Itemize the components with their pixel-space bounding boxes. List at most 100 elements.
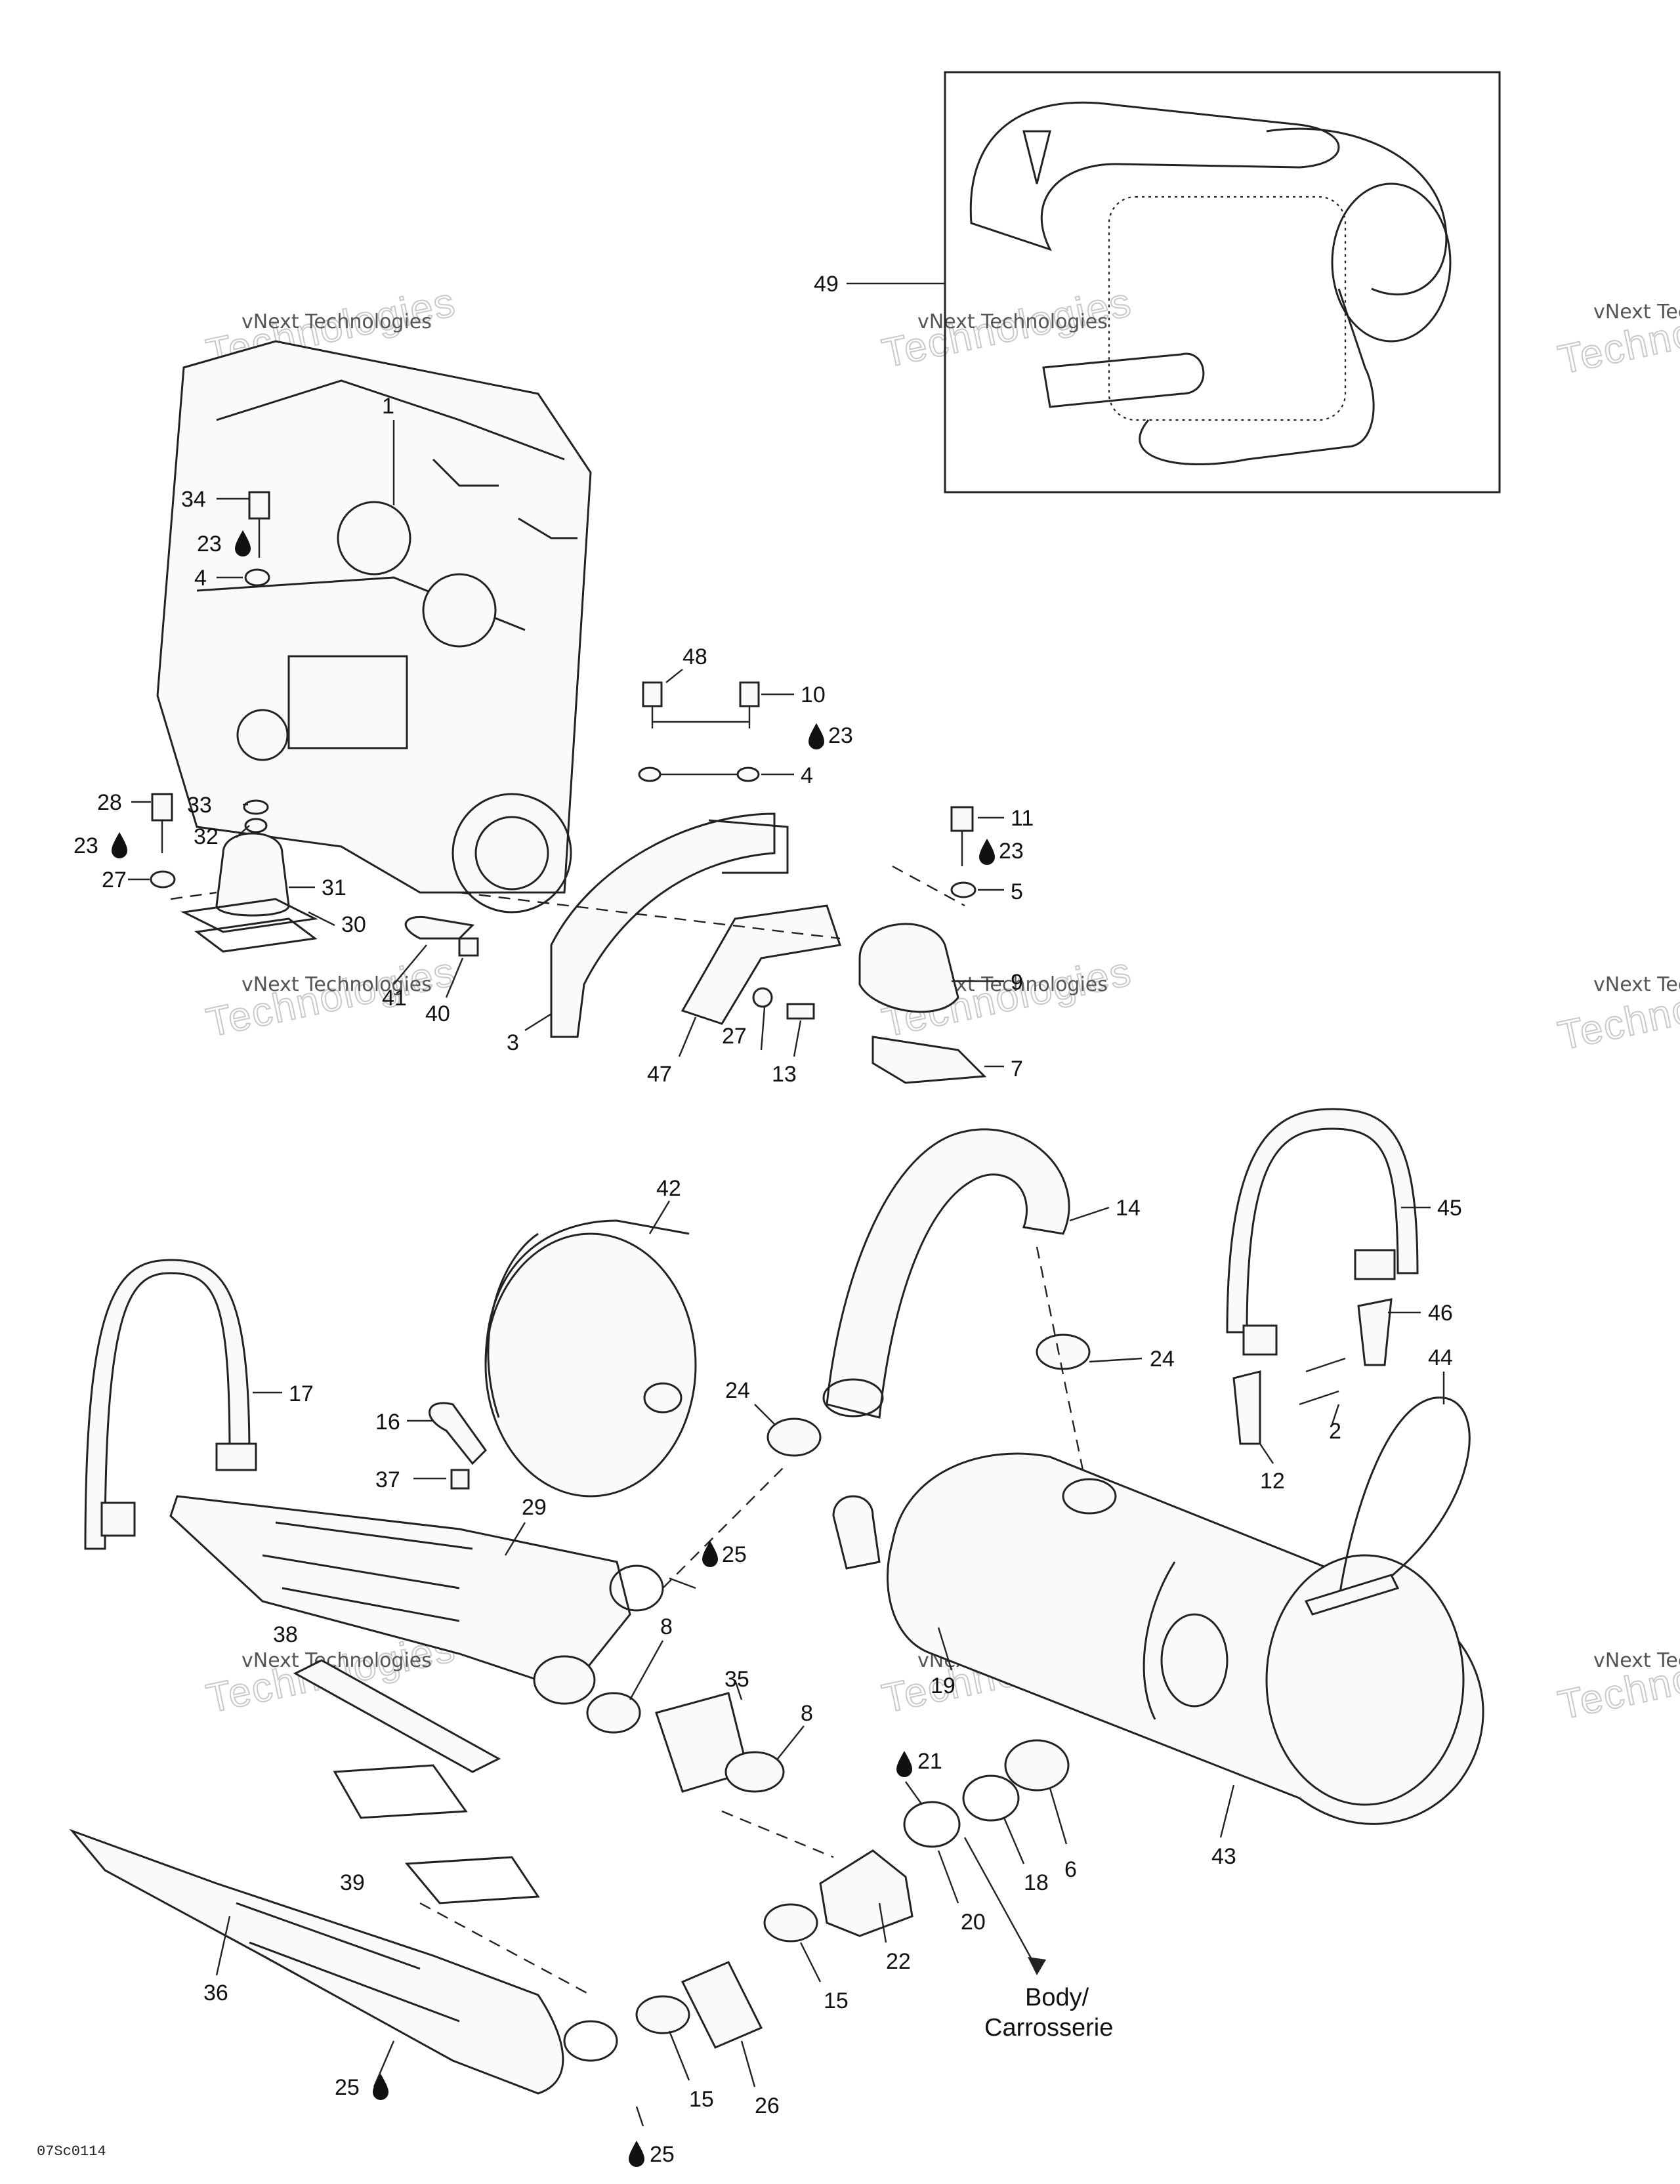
fluid-drop-icon bbox=[112, 832, 127, 858]
engine-cap-right bbox=[422, 573, 497, 648]
muffler-43-end bbox=[1265, 1554, 1465, 1806]
clamp-24-left bbox=[766, 1418, 822, 1457]
clamp-8-right bbox=[724, 1751, 785, 1793]
leader-47 bbox=[678, 1017, 697, 1057]
fluid-drop-icon bbox=[979, 839, 995, 865]
callout-12: 12 bbox=[1260, 1469, 1285, 1494]
leader-14 bbox=[1069, 1206, 1110, 1222]
callout-33: 33 bbox=[187, 793, 212, 818]
washer-32 bbox=[244, 818, 268, 833]
heat-shield-hole bbox=[643, 1382, 682, 1414]
callout-25-top: 25 bbox=[722, 1542, 747, 1567]
muffler-43-band bbox=[1143, 1561, 1176, 1720]
leader-19 bbox=[937, 1627, 953, 1671]
watermark: Technologies vNext Technologies bbox=[202, 948, 461, 1047]
callout-30: 30 bbox=[341, 912, 366, 937]
callout-1: 1 bbox=[382, 394, 394, 419]
dash-manifold bbox=[662, 1463, 788, 1589]
pipe-36-lines bbox=[236, 1902, 460, 2023]
pipe-36 bbox=[69, 1828, 618, 2095]
spark-plug-wire-2 bbox=[518, 517, 578, 539]
engine-head-line bbox=[216, 379, 565, 461]
pipe-14-end bbox=[822, 1378, 884, 1418]
leader-30 bbox=[308, 911, 335, 927]
pipe-36-body bbox=[69, 1828, 564, 2095]
watermark-small: vNext Technologies bbox=[917, 310, 1108, 333]
right-mount-assembly bbox=[858, 806, 987, 1084]
clamp-15-right bbox=[763, 1903, 818, 1942]
bracket-46 bbox=[1357, 1298, 1393, 1366]
shim-30-b bbox=[194, 917, 318, 953]
watermark-small: vNext Technologies bbox=[242, 310, 432, 333]
leader-25-left bbox=[373, 2040, 395, 2088]
muffler-43 bbox=[832, 1452, 1484, 1825]
callout-19: 19 bbox=[931, 1673, 956, 1698]
callout-27b: 27 bbox=[722, 1024, 747, 1049]
bolt-11 bbox=[950, 806, 974, 832]
pads-38-39 bbox=[293, 1659, 540, 1904]
pipe-36-outlet bbox=[563, 2020, 618, 2062]
body-label-line2: Carrosserie bbox=[984, 2014, 1113, 2042]
manifold-29-runners bbox=[262, 1521, 473, 1622]
bracket-assembly bbox=[459, 681, 841, 1038]
callout-39: 39 bbox=[340, 1870, 365, 1895]
callout-4b: 4 bbox=[801, 763, 813, 788]
callout-22: 22 bbox=[886, 1949, 911, 1974]
dash-coupling bbox=[721, 1810, 834, 1858]
manifold-29 bbox=[169, 1463, 788, 1705]
leader-15-left bbox=[668, 2030, 690, 2081]
bolt-28 bbox=[151, 793, 173, 822]
watermark-partial: Technol vNext Tec bbox=[1554, 301, 1680, 384]
engine-assembly bbox=[156, 340, 592, 914]
leader-15-right bbox=[799, 1942, 822, 1983]
leader-25-bottom bbox=[635, 2106, 644, 2127]
bolt-10 bbox=[739, 681, 760, 707]
washer-27b bbox=[752, 987, 773, 1008]
callout-43: 43 bbox=[1211, 1844, 1236, 1869]
callout-45: 45 bbox=[1437, 1196, 1462, 1221]
callout-13: 13 bbox=[772, 1062, 797, 1087]
leader-8-right bbox=[777, 1725, 805, 1759]
leader-24-right bbox=[1089, 1357, 1143, 1363]
dash-bracket bbox=[459, 891, 841, 940]
callout-31: 31 bbox=[322, 875, 346, 900]
leader-12 bbox=[1259, 1443, 1274, 1464]
callout-16: 16 bbox=[375, 1410, 400, 1435]
leader-35 bbox=[734, 1679, 743, 1700]
callout-17: 17 bbox=[289, 1381, 314, 1406]
callout-15-right: 15 bbox=[824, 1988, 849, 2013]
leader-8-left bbox=[629, 1640, 664, 1700]
bolt-48 bbox=[642, 681, 663, 707]
rivet-2-a bbox=[1305, 1357, 1346, 1373]
fluid-drop-icon bbox=[235, 530, 251, 556]
bolt-34 bbox=[248, 491, 270, 520]
engine-exhaust-port-inner bbox=[474, 816, 549, 891]
leader-18 bbox=[1003, 1817, 1025, 1864]
washer-4 bbox=[244, 568, 270, 587]
inset-bracket bbox=[1022, 130, 1051, 184]
strap-17 bbox=[84, 1259, 257, 1550]
heat-shield-42 bbox=[484, 1219, 697, 1498]
washer-5 bbox=[950, 881, 976, 898]
outlet-train bbox=[635, 1739, 1070, 2049]
clamp-24-right bbox=[1036, 1334, 1091, 1370]
shim-30-a bbox=[180, 898, 318, 933]
callout-46: 46 bbox=[1428, 1301, 1453, 1326]
pad-39-a bbox=[333, 1764, 468, 1819]
callout-32: 32 bbox=[194, 824, 219, 849]
callout-21: 21 bbox=[917, 1749, 942, 1774]
leader-21 bbox=[905, 1781, 923, 1805]
spark-plug-wire-1 bbox=[432, 458, 499, 487]
arrow-body-head bbox=[1028, 1957, 1046, 1975]
callout-25-bottom: 25 bbox=[650, 2142, 675, 2167]
callout-48: 48 bbox=[682, 644, 707, 669]
callout-29: 29 bbox=[522, 1495, 547, 1520]
callout-35: 35 bbox=[724, 1667, 749, 1692]
watermark-partial: Technol vNext Tec bbox=[1554, 973, 1680, 1060]
callout-8-left: 8 bbox=[660, 1614, 673, 1639]
leader-41 bbox=[393, 944, 427, 985]
clamps-24 bbox=[766, 1246, 1091, 1471]
strap-45-buckle bbox=[1354, 1249, 1396, 1280]
clamp-15-left bbox=[635, 1995, 690, 2034]
